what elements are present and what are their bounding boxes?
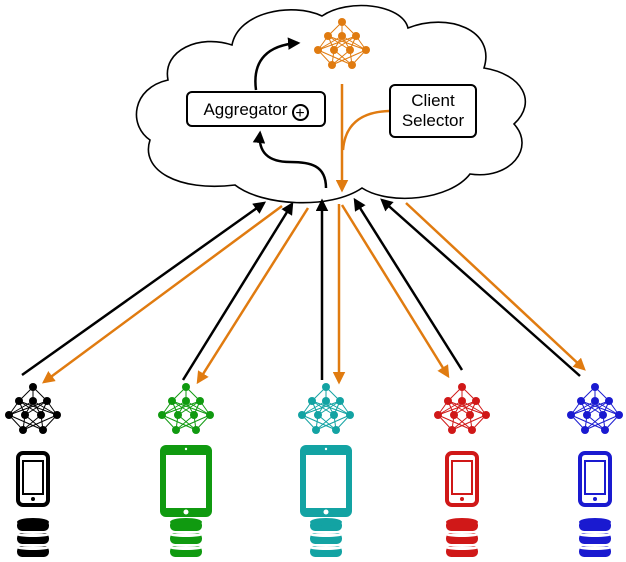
client-model-icon [434, 383, 490, 434]
database-icon [170, 518, 202, 557]
global-model-icon [314, 18, 370, 69]
client-4 [434, 383, 490, 557]
database-icon [310, 518, 342, 557]
phone-icon [578, 451, 612, 507]
plus-icon: + [291, 104, 309, 122]
upload-arrow-client-1 [21, 201, 267, 377]
upload-arrow-client-5 [380, 198, 581, 377]
server-model-net [314, 18, 370, 69]
client-links [21, 197, 586, 385]
client-2 [158, 383, 214, 557]
clients [5, 383, 623, 557]
download-arrow-client-2 [196, 207, 310, 385]
client-model-icon [567, 383, 623, 434]
client-1 [5, 383, 61, 557]
client-3 [298, 383, 354, 557]
upload-to-aggregator-arrow [252, 130, 328, 189]
phone-icon [16, 451, 50, 507]
client-model-icon [5, 383, 61, 434]
client-model-icon [298, 383, 354, 434]
client-model-icon [158, 383, 214, 434]
client-selector-line1: Client [411, 91, 455, 110]
database-icon [446, 518, 478, 557]
aggregator-label: Aggregator [203, 100, 288, 119]
download-arrow-client-4 [340, 204, 450, 379]
selector-to-broadcast-line [341, 109, 390, 151]
download-arrow-client-1 [41, 204, 283, 384]
server-cloud [135, 4, 526, 204]
phone-icon [445, 451, 479, 507]
download-arrow-client-5 [405, 202, 586, 371]
client-selector-box: Client Selector [389, 84, 477, 138]
database-icon [579, 518, 611, 557]
upload-arrow-client-2 [181, 201, 294, 381]
upload-arrow-client-4 [353, 197, 464, 371]
aggregator-box: Aggregator+ [186, 91, 326, 127]
client-5 [567, 383, 623, 557]
aggregator-to-model-arrow [254, 37, 301, 91]
client-selector-line2: Selector [401, 111, 465, 130]
database-icon [17, 518, 49, 557]
